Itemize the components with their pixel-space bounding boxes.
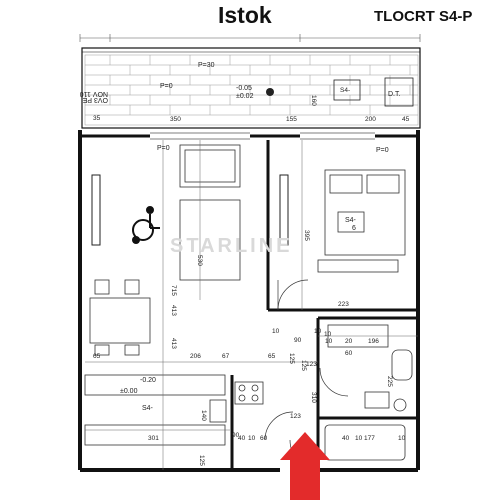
- interior-walls: [230, 140, 418, 470]
- balcony-dimension: 160: [310, 95, 317, 106]
- balcony-dimension: S4-: [340, 87, 350, 94]
- wheelchair-icon: [132, 206, 160, 241]
- dimension-label: 206: [190, 353, 201, 360]
- dimension-label: 123: [306, 361, 317, 368]
- balcony-cabinet: [333, 79, 361, 101]
- kitchen-counter: [84, 374, 264, 446]
- balcony-drain-icon: [266, 88, 274, 96]
- balcony-label: P=0: [160, 83, 173, 90]
- dimension-label: 310: [310, 392, 317, 403]
- dimension-label: 413: [170, 338, 177, 349]
- dimension-lines: [85, 140, 418, 470]
- balcony-label: OV3 PE: [82, 96, 108, 103]
- room-label: P=0: [376, 147, 389, 154]
- plan-code: TLOCRT S4-P: [374, 8, 473, 25]
- balcony-dimension: 35: [93, 115, 101, 122]
- dimension-label: 10: [272, 328, 280, 335]
- dimension-label: 140: [200, 410, 207, 421]
- facade-windows: [150, 132, 375, 140]
- dimension-label: 65: [93, 353, 101, 360]
- dimension-label: 60: [260, 435, 268, 442]
- balcony-label: -0.05: [236, 85, 252, 92]
- dimension-label: 67: [222, 353, 230, 360]
- dimension-label: 123: [290, 413, 301, 420]
- balcony-label: ±0.02: [236, 93, 254, 100]
- balcony-brick-pattern: [84, 54, 419, 126]
- dimension-label: 40: [238, 435, 246, 442]
- dimension-label: 60: [345, 350, 353, 357]
- dimension-label: 530: [196, 255, 203, 266]
- outer-walls: [78, 130, 420, 472]
- dimension-label: 715: [170, 285, 177, 296]
- dimension-label: 177: [364, 435, 375, 442]
- dimension-label: 65: [268, 353, 276, 360]
- dimension-label: 10: [248, 435, 256, 442]
- dimension-label: 125: [300, 360, 307, 371]
- balcony-dimension: 155: [286, 116, 297, 123]
- bedroom-bed: [324, 169, 406, 256]
- balcony-label: D.T.: [388, 91, 401, 98]
- dimension-label: 90: [232, 432, 240, 439]
- balcony-dimension: 200: [365, 116, 376, 123]
- dimension-label: 301: [148, 435, 159, 442]
- dimension-label: 10: [355, 435, 363, 442]
- room-label: P=0: [157, 145, 170, 152]
- room-label: S4-: [345, 217, 357, 224]
- dimension-label: 225: [386, 376, 393, 387]
- dimension-label: 125: [288, 353, 295, 364]
- room-label: ±0.00: [120, 388, 138, 395]
- dimension-label: 10: [325, 338, 333, 345]
- watermark: STARLINE: [170, 235, 293, 257]
- balcony-dimension: 350: [170, 116, 181, 123]
- room-label: S4-: [142, 405, 154, 412]
- dimension-label: 90: [294, 337, 302, 344]
- bathroom-fixtures: [324, 324, 413, 461]
- entrance-arrow-shaft: [290, 484, 320, 500]
- bedroom-wardrobe: [317, 259, 399, 273]
- dimension-label: 395: [303, 230, 310, 241]
- room-label: -0.20: [140, 377, 156, 384]
- dimension-label: 10: [324, 331, 332, 338]
- accessibility-marker: [132, 236, 140, 244]
- balcony-label: NOV 110: [80, 90, 108, 97]
- balcony-railing: [81, 47, 421, 129]
- dimension-label: 125: [198, 455, 205, 466]
- side-windows: [91, 174, 289, 246]
- balcony-label: P=30: [198, 62, 215, 69]
- living-furniture: [89, 144, 241, 356]
- balcony-dimension: 45: [402, 116, 410, 123]
- top-dimension-line: [79, 34, 421, 42]
- dimension-label: 10: [398, 435, 406, 442]
- dimension-label: 40: [342, 435, 350, 442]
- dimension-label: 413: [170, 305, 177, 316]
- dimension-label: 196: [368, 338, 379, 345]
- dimension-label: 223: [338, 301, 349, 308]
- dimension-label: 20: [345, 338, 353, 345]
- room-label: 6: [352, 225, 356, 232]
- page-title: Istok: [218, 2, 272, 28]
- dimension-label: 10: [314, 328, 322, 335]
- dt-cabinet: [384, 77, 414, 107]
- entrance-arrow-icon: [280, 432, 330, 485]
